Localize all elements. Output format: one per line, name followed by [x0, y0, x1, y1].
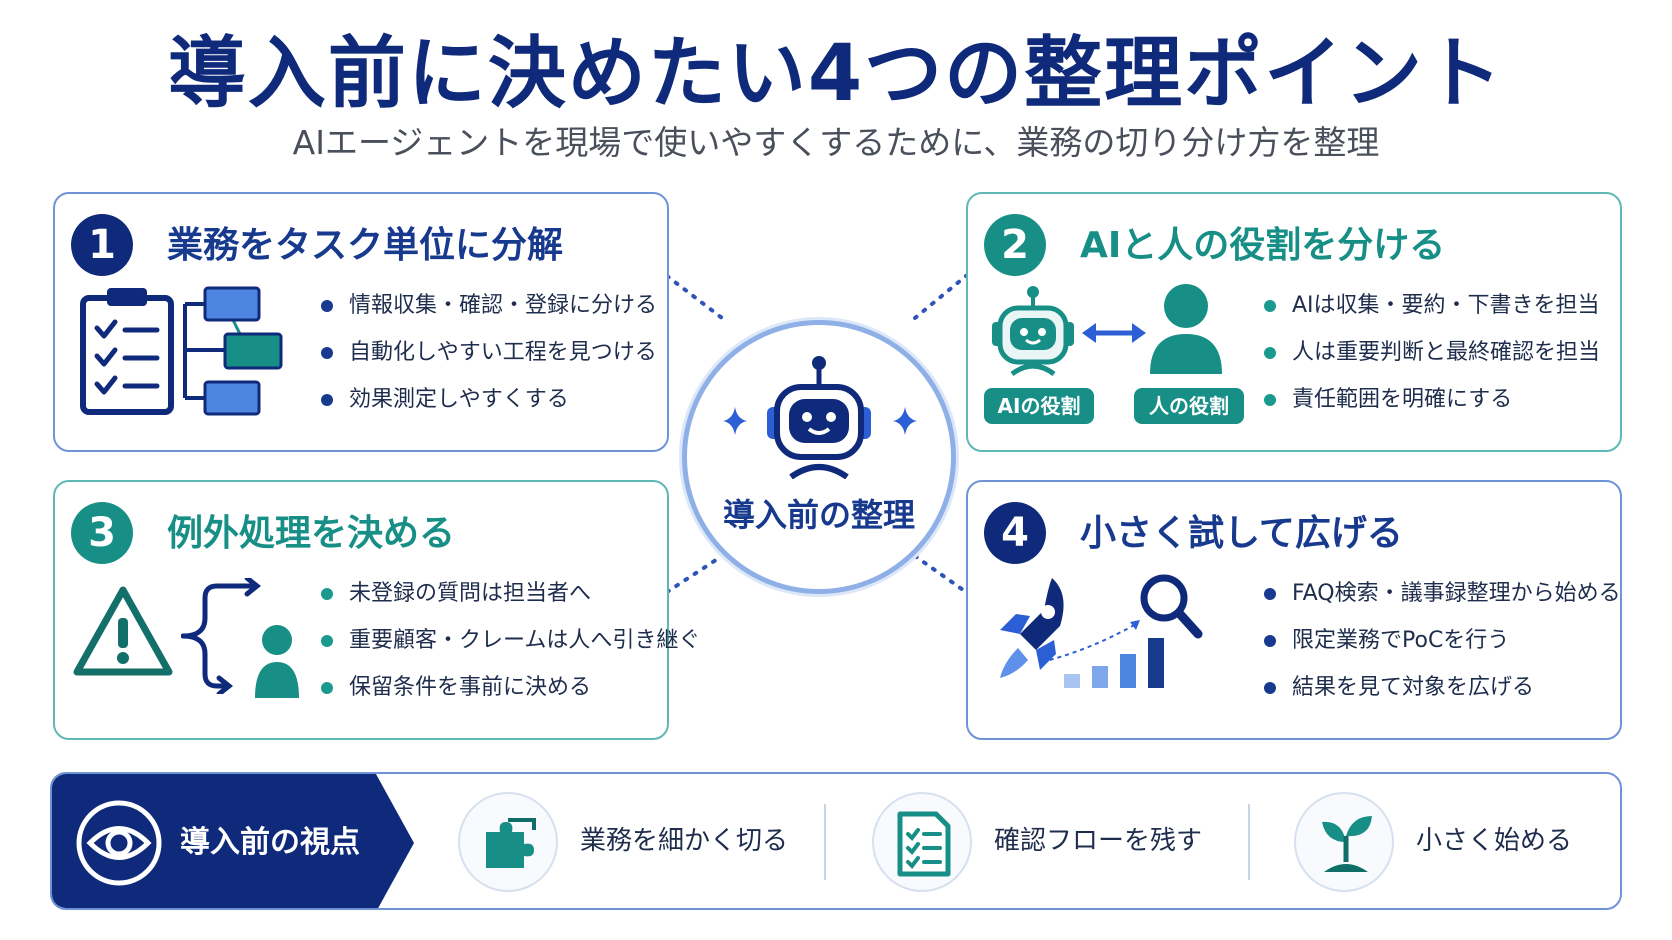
- icon-circle: [458, 792, 558, 892]
- bullet-list: FAQ検索・議事録整理から始める 限定業務でPoCを行う 結果を見て対象を広げる: [1264, 570, 1621, 711]
- icon-circle: [1294, 792, 1394, 892]
- card-number: 2: [984, 214, 1046, 276]
- card-number: 3: [71, 502, 133, 564]
- list-item: 自動化しやすい工程を見つける: [321, 329, 657, 376]
- card-task-decomposition: 1 業務をタスク単位に分解 情報収集・確認・登録に分ける 自動化しやすい工程を見…: [53, 192, 669, 452]
- card-title: 小さく試して広げる: [1080, 513, 1403, 554]
- list-item: 限定業務でPoCを行う: [1264, 617, 1621, 664]
- card-title: AIと人の役割を分ける: [1080, 225, 1446, 266]
- perspective-label: 小さく始める: [1416, 826, 1573, 856]
- perspective-label: 業務を細かく切る: [580, 826, 789, 856]
- list-item: 効果測定しやすくする: [321, 376, 657, 423]
- checklist-icon: [897, 811, 951, 877]
- card-number: 1: [71, 214, 133, 276]
- magnifier-icon: [1140, 574, 1203, 639]
- perspective-label: 確認フローを残す: [994, 826, 1203, 856]
- card-start-small: 4 小さく試して広げる FAQ検索・議事録整理から始める 限定業務でPoCを行う…: [966, 480, 1622, 740]
- page-title: 導入前に決めたい4つの整理ポイント: [167, 29, 1505, 119]
- divider: [1248, 804, 1250, 880]
- robot-icon: [767, 356, 871, 479]
- list-item: 未登録の質問は担当者へ: [321, 570, 700, 617]
- puzzle-icon: [486, 818, 536, 868]
- rocket-icon: [1000, 578, 1064, 678]
- list-item: 責任範囲を明確にする: [1264, 376, 1600, 423]
- card-title: 例外処理を決める: [167, 513, 456, 554]
- ai-role-badge: AIの役割: [984, 388, 1094, 424]
- sparkle-icon: [723, 407, 747, 435]
- clipboard-checklist-icon: [80, 288, 174, 415]
- eye-icon: [76, 800, 162, 886]
- warning-icon: [73, 586, 173, 676]
- page-subtitle: AIエージェントを現場で使いやすくするために、業務の切り分け方を整理: [292, 123, 1380, 162]
- branch-arrow-icon: [181, 578, 262, 694]
- bullet-list: 未登録の質問は担当者へ 重要顧客・クレームは人へ引き継ぐ 保留条件を事前に決める: [321, 570, 700, 711]
- person-icon: [255, 625, 299, 698]
- sparkle-icon: [893, 407, 917, 435]
- bottom-heading: 導入前の視点: [180, 825, 360, 860]
- card-ai-human-roles: 2 AIと人の役割を分ける AIの役割 人の役割 AIは収集・要約・下書きを担当…: [966, 192, 1622, 452]
- sprout-icon: [1322, 816, 1372, 872]
- bullet-list: AIは収集・要約・下書きを担当 人は重要判断と最終確認を担当 責任範囲を明確にす…: [1264, 282, 1600, 423]
- person-icon: [1150, 284, 1222, 374]
- bullet-list: 情報収集・確認・登録に分ける 自動化しやすい工程を見つける 効果測定しやすくする: [321, 282, 657, 423]
- list-item: 情報収集・確認・登録に分ける: [321, 282, 657, 329]
- list-item: 結果を見て対象を広げる: [1264, 664, 1621, 711]
- card-number: 4: [984, 502, 1046, 564]
- list-item: FAQ検索・議事録整理から始める: [1264, 570, 1621, 617]
- bottom-perspective-bar: 導入前の視点 業務を細かく切る: [50, 772, 1622, 910]
- icon-circle: [872, 792, 972, 892]
- human-role-badge: 人の役割: [1134, 388, 1244, 424]
- flow-diagram-icon: [183, 286, 283, 416]
- center-label: 導入前の整理: [722, 496, 915, 534]
- card-exception-handling: 3 例外処理を決める 未登録の質問は担当者へ 重要顧客・クレームは人へ引き継ぐ …: [53, 480, 700, 740]
- center-hub: 導入前の整理: [682, 320, 956, 594]
- list-item: 保留条件を事前に決める: [321, 664, 700, 711]
- list-item: 人は重要判断と最終確認を担当: [1264, 329, 1600, 376]
- list-item: AIは収集・要約・下書きを担当: [1264, 282, 1600, 329]
- list-item: 重要顧客・クレームは人へ引き継ぐ: [321, 617, 700, 664]
- double-arrow-icon: [1082, 323, 1146, 343]
- card-title: 業務をタスク単位に分解: [167, 225, 564, 266]
- divider: [824, 804, 826, 880]
- robot-icon: [992, 286, 1074, 376]
- bar-chart-icon: [1041, 620, 1164, 688]
